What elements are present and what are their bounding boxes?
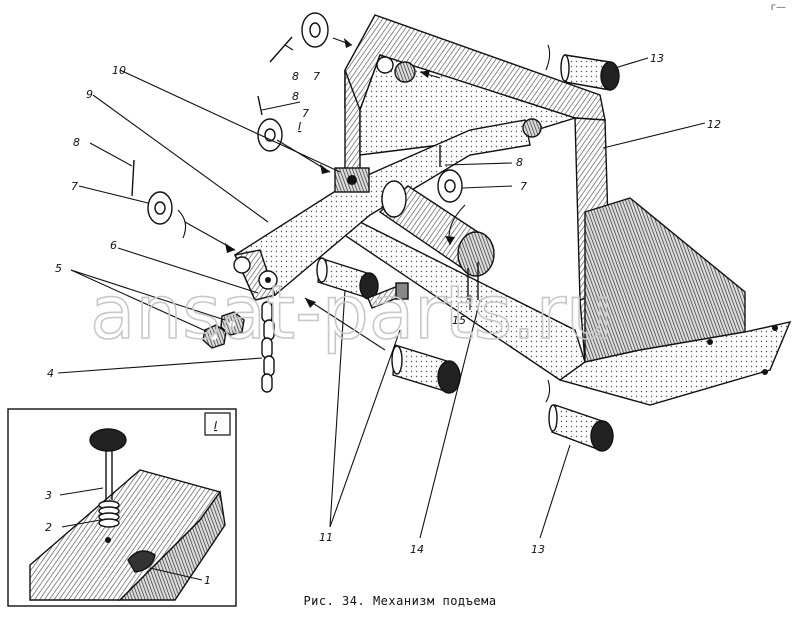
label-3: 3 (45, 489, 52, 502)
inset-spring-2 (98, 500, 120, 543)
label-6: 6 (110, 239, 117, 252)
nuts-5 (202, 311, 245, 349)
label-11: 11 (319, 531, 333, 544)
inset-title: I (214, 419, 217, 432)
break-marks (177, 44, 551, 403)
label-13-bottom: 13 (531, 543, 545, 556)
inset-latch-1 (127, 550, 156, 573)
label-7-left: 7 (71, 180, 78, 193)
label-7-top: 7 (313, 70, 320, 83)
pin-11-lower (391, 344, 461, 394)
upper-hinge (376, 56, 542, 138)
label-8-top: 8 (292, 70, 299, 83)
label-8-right: 8 (516, 156, 523, 169)
figure-caption: Рис. 34. Механизм подъема (303, 594, 497, 608)
chain-4 (261, 301, 275, 393)
lever-arm-9 (233, 119, 531, 301)
cotter-8-left (131, 159, 135, 197)
pin-11-upper (316, 257, 379, 300)
label-8-mid: 8 (292, 90, 299, 103)
label-14: 14 (410, 543, 424, 556)
leader-lines (57, 44, 706, 539)
washer-7-mid (257, 118, 283, 152)
label-15: 15 (452, 314, 466, 327)
label-13-top: 13 (650, 52, 664, 65)
bolt-15 (367, 282, 409, 309)
label-1: 1 (204, 574, 211, 587)
cotter-8-top (269, 36, 293, 63)
assembly-arrows (184, 37, 466, 351)
label-8-left: 8 (73, 136, 80, 149)
view-mark: I (298, 120, 301, 133)
mounting-plate (559, 197, 792, 406)
label-7-mid: 7 (302, 107, 309, 120)
label-12: 12 (707, 118, 721, 131)
pin-13-bottom (548, 404, 614, 452)
cotter-8-mid (257, 95, 263, 116)
hydraulic-cylinder-14 (378, 180, 495, 300)
label-10: 10 (112, 64, 126, 77)
inset-plate (29, 469, 226, 601)
pin-13-top (560, 54, 620, 91)
label-2: 2 (45, 521, 52, 534)
label-7-right: 7 (520, 180, 527, 193)
label-5: 5 (55, 262, 62, 275)
washer-7-right (437, 169, 463, 203)
label-9: 9 (86, 88, 93, 101)
washer-7-left (147, 191, 173, 225)
washer-7-top (301, 12, 329, 48)
inset-knob-3 (89, 428, 127, 500)
watermark: ansat-parts.ru (90, 270, 613, 356)
corner-mark: г— (770, 2, 786, 13)
label-4: 4 (47, 367, 54, 380)
inset-detail-I: I 3 2 1 (7, 408, 237, 607)
